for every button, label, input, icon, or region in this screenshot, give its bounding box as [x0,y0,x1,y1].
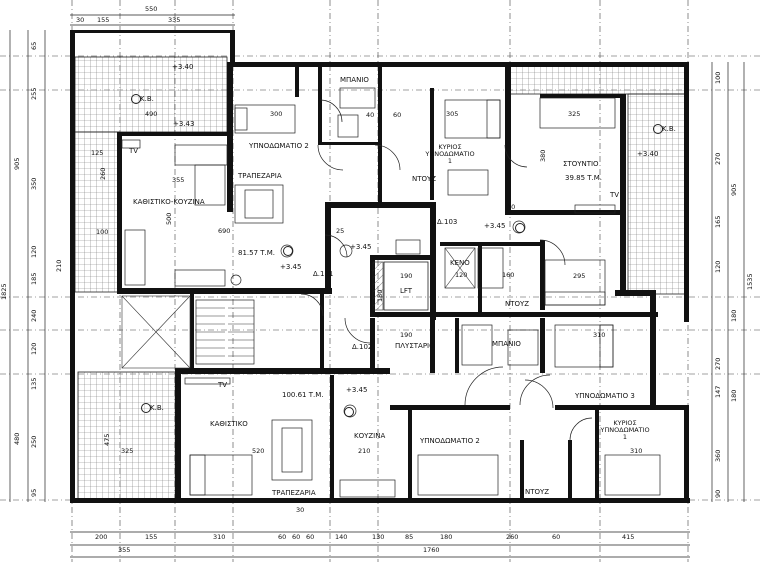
dim-inner-9: 305 [446,110,459,118]
dim-bottom-2: 155 [145,533,158,541]
tv-label-3: TV [610,191,620,199]
dim-inner-27: 10 [507,203,516,211]
dim-inner-23: 325 [121,447,134,455]
terrace-top-left [74,56,228,133]
room-label-void: ΚΕΝΟ [450,259,470,267]
dim-bottom-1: 200 [95,533,108,541]
room-label-living-kitchen: ΚΑΘΙΣΤΙΚΟ-ΚΟΥΖΙΝΑ [133,198,205,206]
dim-inner-19: 520 [252,447,265,455]
level-tag-7: +3.40 [637,150,659,158]
dim-top-2: 155 [97,16,110,24]
dim-inner-18: 310 [593,331,606,339]
dim-top-3: 335 [168,16,181,24]
room-label-wc-bottom: ΝΤΟΥΖ [525,488,550,496]
dim-inner-21: 310 [630,447,643,455]
dim-inner-16: 120 [455,271,468,279]
dimension-lines [9,14,745,558]
kv-marker-icon [653,124,663,134]
room-label-bedroom2-bottom: ΥΠΝΟΔΩΜΑΤΙΟ 2 [420,437,480,445]
dim-inner-25: 40 [366,111,375,119]
room-label-kitchen-bottom: ΚΟΥΖΙΝΑ [354,432,386,440]
dim-inner-8: 300 [270,110,283,118]
walls [70,30,690,503]
kv-label-1: Κ.Β. [140,95,154,103]
dim-inner-13: 190 [400,272,413,280]
dim-inner-12: 295 [573,272,586,280]
dim-inner-28: 30 [296,506,305,514]
room-label-master-bedroom-top: ΚΥΡΙΟΣ ΥΠΝΟΔΩΜΑΤΙΟ 1 [425,143,475,165]
dim-inner-4: 355 [172,176,185,184]
tv-label-1: TV [129,147,139,155]
fixture-marker-icon [515,223,525,233]
level-tag-6: +3.45 [346,386,368,394]
fixture-marker-icon [283,246,293,256]
tv-label-2: TV [218,381,228,389]
core [121,247,476,369]
dim-top-1: 550 [145,5,158,13]
room-label-living-bottom: ΚΑΘΙΣΤΙΚΟ [210,420,248,428]
dim-bottom-6: 60 [306,533,315,541]
dim-top-4: 30 [76,16,85,24]
apt1-area: 81.57 Τ.Μ. [238,249,276,257]
door-tag-d102: Δ.102 [352,343,373,351]
dim-bottom-7: 140 [335,533,348,541]
kv-label-3: Κ.Β. [150,404,164,412]
dim-bottom-8: 130 [372,533,385,541]
dim-inner-20: 210 [358,447,371,455]
apt2-area: 100.61 Τ.Μ. [282,391,324,399]
dim-bottom-13: 415 [622,533,635,541]
room-label-bedroom2-top: ΥΠΝΟΔΩΜΑΤΙΟ 2 [249,142,309,150]
level-tag-1: +3.40 [172,63,194,71]
level-tag-2: +3.43 [173,120,195,128]
dim-inner-1: 490 [145,110,158,118]
studio-area: 39.85 Τ.Μ. [565,174,603,182]
dim-bottom-10: 180 [440,533,453,541]
dim-inner-26: 25 [336,227,345,235]
dim-bottom-total-1: 355 [118,546,131,554]
room-label-bedroom3: ΥΠΝΟΔΩΜΑΤΙΟ 3 [575,392,635,400]
room-label-bathroom-top: ΜΠΑΝΙΟ [340,76,369,84]
dim-inner-2: 125 [91,149,104,157]
dim-bottom-12: 60 [552,533,561,541]
dim-bottom-total-2: 1760 [423,546,440,554]
dim-inner-5: 690 [218,227,231,235]
room-label-wc-mid: ΝΤΟΥΖ [505,300,530,308]
dim-inner-17: 160 [502,271,515,279]
door-tag-d101: Δ.101 [313,270,334,278]
kv-marker-icon [141,403,151,413]
furniture [121,87,661,498]
dim-bottom-5: 60 [292,533,301,541]
dim-bottom-4: 60 [278,533,287,541]
dim-inner-15: 190 [400,331,413,339]
terrace-bottom-left [77,371,177,501]
doors [300,99,593,441]
room-label-lift: LFT [400,287,413,295]
dim-bottom-9: 85 [405,533,414,541]
level-tag-4: +3.45 [350,243,372,251]
room-label-wc-top: ΝΤΟΥΖ [412,175,437,183]
dim-inner-10: 325 [568,110,581,118]
kv-label-2: Κ.Β. [662,125,676,133]
dim-inner-24: 60 [393,111,402,119]
dim-inner-7: 100 [96,228,109,236]
room-label-dining-bottom: ΤΡΑΠΕΖΑΡΙΑ [272,489,316,497]
room-label-studio: ΣΤΟΥΝΤΙΟ [563,160,599,168]
dim-bottom-3: 310 [213,533,226,541]
level-tag-5: +3.45 [484,222,506,230]
door-tag-d103: Δ.103 [437,218,458,226]
dim-bottom-11: 260 [506,533,519,541]
room-label-bathroom-mid: ΜΠΑΝΙΟ [492,340,521,348]
level-tag-3: +3.45 [280,263,302,271]
kv-marker-icon [131,94,141,104]
fixture-marker-icon [344,407,354,417]
room-label-master-bedroom-bottom: ΚΥΡΙΟΣ ΥΠΝΟΔΩΜΑΤΙΟ 1 [600,419,650,441]
room-label-dining-top: ΤΡΑΠΕΖΑΡΙΑ [238,172,282,180]
room-label-laundry: ΠΛΥΣΤΑΡΙΟ [395,342,435,350]
